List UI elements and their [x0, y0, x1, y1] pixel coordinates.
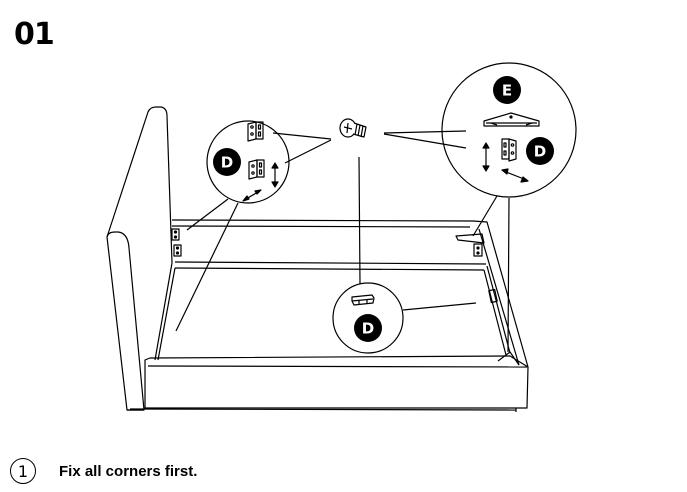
- callout-bottom: D: [332, 282, 404, 354]
- bracket-d-icon: [501, 138, 517, 162]
- leader-lines-right: [383, 130, 498, 237]
- diagonal-arrow-icon: [501, 168, 529, 183]
- bracket-d-icon: [248, 159, 265, 180]
- corner-bracket-left-bottom: [173, 244, 182, 257]
- badge-e: [493, 76, 521, 104]
- corner-bracket-e-icon: [483, 112, 540, 127]
- badge-d-right: [526, 137, 554, 165]
- vertical-arrow-icon: [271, 162, 279, 188]
- instruction-index: 1: [17, 461, 29, 481]
- badge-d-right-label: D: [534, 143, 546, 161]
- headboard: [106, 106, 173, 411]
- vertical-arrow-icon: [482, 142, 490, 172]
- callout-right: E D: [441, 62, 577, 198]
- corner-bracket-right: [455, 233, 485, 257]
- left-rail: [154, 262, 176, 361]
- instruction-index-badge: 1: [10, 458, 36, 484]
- leader-lines-left: [175, 132, 332, 332]
- instruction-row: 1 Fix all corners first.: [10, 455, 197, 487]
- badge-d-bottom: [354, 314, 382, 342]
- step-number: 01: [14, 17, 55, 52]
- bracket-d-icon: [247, 121, 264, 142]
- right-rail: [472, 197, 529, 368]
- corner-bracket-left-top: [171, 228, 180, 241]
- instruction-text: Fix all corners first.: [59, 462, 198, 480]
- bracket-d-top-view-icon: [351, 294, 375, 306]
- badge-d-left-label: D: [221, 154, 233, 172]
- badge-e-label: E: [502, 82, 512, 100]
- callout-left: D: [206, 120, 290, 204]
- badge-d-bottom-label: D: [362, 320, 374, 338]
- side-rail-bracket: [488, 288, 498, 304]
- screw-icon: [339, 118, 367, 138]
- leader-line-screw: [358, 156, 361, 285]
- foot-rail: [129, 355, 529, 412]
- badge-d-left: [213, 148, 241, 176]
- leader-line-bottom: [402, 302, 477, 311]
- diagonal-arrow-icon: [242, 189, 262, 202]
- back-rail: [171, 219, 487, 271]
